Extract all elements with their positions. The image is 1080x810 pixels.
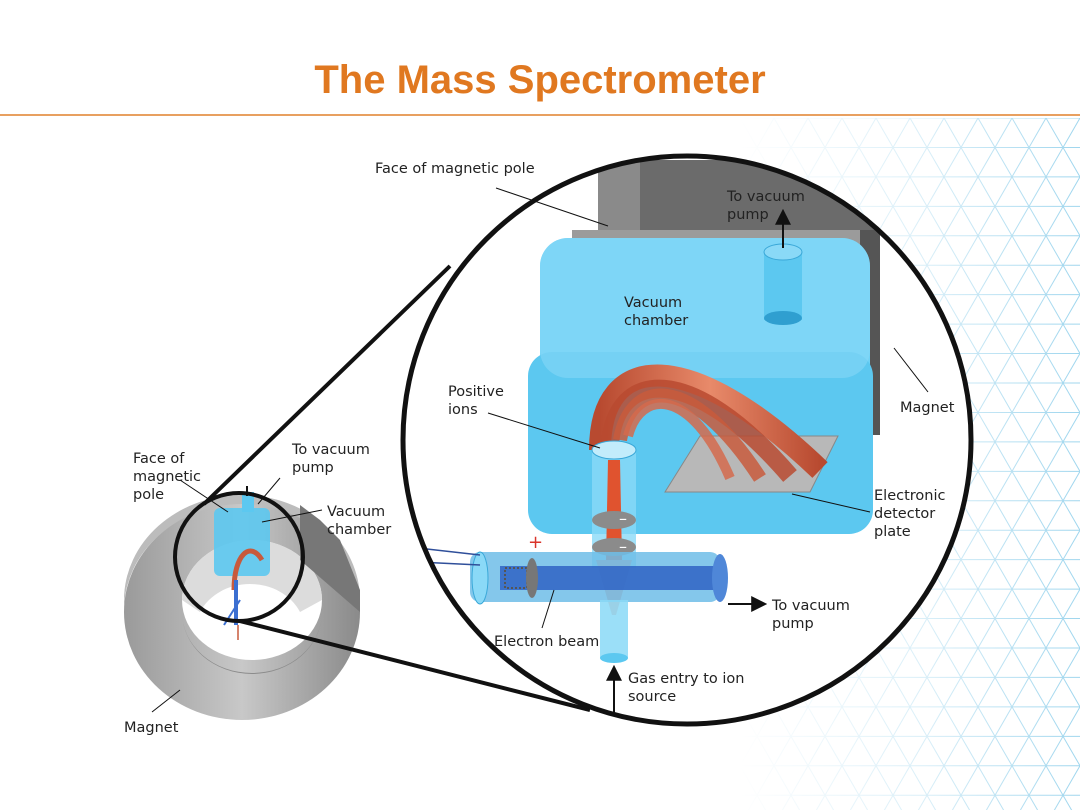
small-zoom-circle — [173, 491, 305, 623]
label-electronic-detector-plate: Electronic detector plate — [874, 488, 946, 540]
slide-title: The Mass Spectrometer — [314, 58, 766, 102]
label-magnet-small: Magnet — [124, 720, 179, 736]
label-positive-ions: Positive ions — [448, 384, 504, 418]
label-face-of-magnetic-pole: Face of magnetic pole — [375, 161, 535, 177]
small-vacuum-chamber — [214, 492, 270, 640]
label-electron-beam: Electron beam — [494, 634, 600, 650]
label-gas-entry: Gas entry to ion source — [628, 671, 745, 705]
zoom-line-bottom — [239, 619, 591, 712]
label-magnet: Magnet — [900, 400, 955, 416]
minus-sign-1: – — [619, 509, 627, 528]
big-zoom-detail — [417, 160, 880, 663]
title-rule — [0, 114, 1080, 116]
label-vacuum-chamber-small: Vacuum chamber — [327, 504, 392, 538]
label-face-of-magnetic-pole-small: Face of magnetic pole — [133, 451, 202, 503]
minus-sign-2: – — [619, 537, 627, 556]
big-zoom-circle — [400, 153, 974, 727]
label-vacuum-chamber: Vacuum chamber — [624, 295, 689, 329]
leader-lines — [151, 187, 929, 713]
label-to-vacuum-pump-top: To vacuum pump — [727, 189, 805, 223]
plus-sign: + — [528, 532, 544, 553]
zoom-line-top — [202, 264, 452, 506]
label-to-vacuum-pump-right: To vacuum pump — [772, 598, 850, 632]
label-to-vacuum-pump-small: To vacuum pump — [292, 442, 370, 476]
